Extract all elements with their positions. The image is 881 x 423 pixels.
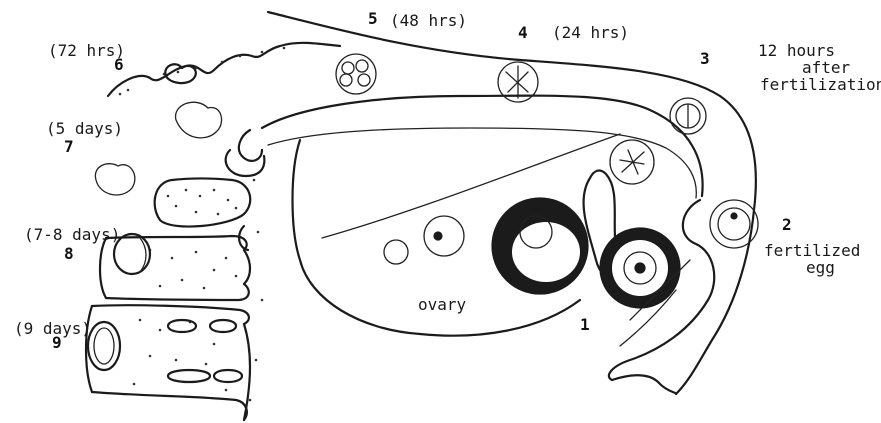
stage-4-number: 4 bbox=[518, 23, 528, 42]
stage-7-time-label: (5 days) bbox=[46, 119, 123, 138]
stage-5-number: 5 bbox=[368, 9, 378, 28]
stipple-texture bbox=[119, 47, 286, 402]
stage-7-hatched-blastocyst bbox=[95, 102, 221, 195]
stage-9-implanted bbox=[88, 320, 242, 382]
stage-8-number: 8 bbox=[64, 244, 74, 263]
stage-3-number: 3 bbox=[700, 49, 710, 68]
stage-9-number: 9 bbox=[52, 333, 62, 352]
uterine-wall bbox=[86, 43, 340, 420]
stage-1-number: 1 bbox=[580, 315, 590, 334]
stage-2-label-line2: egg bbox=[806, 258, 835, 277]
stage-6-number: 6 bbox=[114, 55, 124, 74]
stage-7-number: 7 bbox=[64, 137, 74, 156]
stage-3-two-cell bbox=[670, 98, 706, 134]
ovary-label: ovary bbox=[418, 295, 467, 314]
stage-8-time-label: (7-8 days) bbox=[24, 225, 120, 244]
ovary bbox=[293, 134, 681, 336]
stage-5-time-label: (48 hrs) bbox=[390, 11, 467, 30]
stage-2-fertilized-egg bbox=[710, 200, 758, 248]
stage-2-number: 2 bbox=[782, 215, 792, 234]
stage-3-label-line3: fertilization bbox=[760, 75, 881, 94]
stage-5-morula bbox=[336, 54, 376, 94]
stage-4-four-cell bbox=[498, 62, 538, 102]
stage-4-time-label: (24 hrs) bbox=[552, 23, 629, 42]
